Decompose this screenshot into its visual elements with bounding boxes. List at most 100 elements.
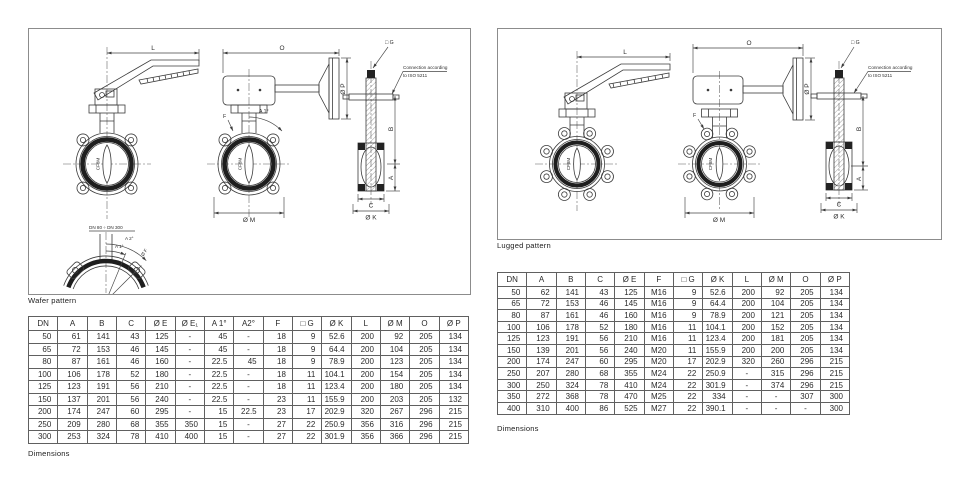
table-cell: 23 (262, 392, 293, 406)
table-cell: 22.5 (203, 392, 235, 406)
dim-C-label: C (369, 203, 374, 210)
column-header: Ø P (819, 272, 851, 287)
table-cell: 22 (672, 367, 704, 380)
table-cell: 56 (584, 332, 616, 345)
lugged-caption: Lugged pattern (497, 241, 551, 250)
table-cell: 215 (438, 430, 470, 444)
column-header: Ø E (145, 316, 176, 331)
table-cell: 202.9 (321, 405, 352, 419)
table-cell: 356 (350, 430, 381, 444)
table-cell: 215 (438, 417, 470, 431)
column-header: Ø K (321, 316, 352, 331)
iso-note-line1: Connection according (868, 65, 913, 70)
table-cell: 80 (27, 355, 59, 369)
table-cell: 43 (584, 286, 616, 299)
table-cell: 260 (760, 355, 792, 369)
table-cell: 178 (86, 367, 117, 381)
table-cell: 92 (760, 286, 792, 299)
table-cell: 253 (57, 430, 88, 444)
table-cell: - (233, 380, 264, 394)
table-cell: M20 (643, 343, 674, 357)
table-cell: 72 (57, 342, 88, 356)
table-cell: 200 (731, 297, 762, 311)
column-header: □ G (672, 272, 704, 287)
table-cell: 134 (819, 297, 851, 311)
dim-F-label: F (223, 114, 226, 120)
table-cell: 22.5 (203, 367, 235, 381)
dim-B-label: B (388, 127, 395, 131)
table-cell: 400 (555, 401, 586, 415)
table-cell: M16 (643, 286, 674, 299)
table-cell: 72 (526, 297, 557, 311)
dim-P-label: Ø P (804, 83, 811, 94)
table-cell: 134 (438, 367, 470, 381)
table-cell: 64.4 (321, 342, 352, 356)
dim-P-label: Ø P (340, 83, 347, 94)
table-cell: 52 (115, 367, 147, 381)
table-cell: 152 (760, 320, 792, 334)
table-cell: 350 (174, 417, 205, 431)
table-cell: 80 (496, 309, 528, 322)
table-cell: 355 (614, 367, 645, 380)
table-cell: 11 (672, 332, 704, 345)
table-cell: 27 (262, 430, 293, 444)
table-cell: 525 (614, 401, 645, 415)
table-cell: 205 (409, 355, 440, 369)
table-cell: 61 (57, 330, 88, 344)
table-cell: 210 (614, 332, 645, 345)
table-cell: 155.9 (321, 392, 352, 406)
table-cell: 160 (145, 355, 176, 369)
table-cell: 200 (731, 286, 762, 299)
table-cell: 45 (233, 355, 264, 369)
disc-material-text: CF8M (238, 158, 243, 171)
table-cell: 310 (526, 401, 557, 415)
dim-K-label: Ø K (365, 215, 377, 222)
table-cell: 78 (584, 378, 616, 392)
table-cell: 17 (672, 355, 704, 369)
dim-A1-label: A 1° (259, 109, 269, 115)
table-cell: 161 (86, 355, 117, 369)
table-cell: 17 (291, 405, 323, 419)
table-cell: 134 (819, 343, 851, 357)
table-cell: 205 (790, 332, 821, 345)
column-header: O (409, 316, 440, 331)
lugged-drawing: CF8M L (535, 40, 913, 224)
table-cell: 205 (790, 320, 821, 334)
table-cell: 11 (291, 392, 323, 406)
table-cell: 125 (496, 332, 528, 345)
table-cell: 56 (115, 380, 147, 394)
iso-note-line1: Connection according (403, 65, 448, 70)
table-cell: 210 (145, 380, 176, 394)
dim-L-label: L (151, 45, 155, 52)
table-cell: 200 (731, 343, 762, 357)
table-cell: 56 (115, 392, 147, 406)
table-cell: 52 (584, 320, 616, 334)
table-cell: 134 (438, 355, 470, 369)
table-cell: 15 (203, 405, 235, 419)
table-cell: - (174, 367, 205, 381)
table-cell: 296 (409, 417, 440, 431)
iso-note-line2: to ISO 5211 (403, 73, 428, 78)
wafer-lever-view: CF8M L (63, 45, 200, 219)
table-cell: M24 (643, 367, 674, 380)
table-cell: 154 (379, 367, 411, 381)
table-cell: 123 (526, 332, 557, 345)
table-cell: - (233, 367, 264, 381)
table-cell: 11 (291, 367, 323, 381)
table-cell: 46 (115, 355, 147, 369)
table-cell: 247 (555, 355, 586, 369)
dim-G-label: □ G (385, 40, 394, 46)
table-cell: 215 (819, 355, 851, 369)
table-cell: - (174, 392, 205, 406)
table-cell: - (233, 430, 264, 444)
table-cell: 155.9 (702, 343, 733, 357)
lugged-gear-view: CF8M O Ø P F (678, 40, 815, 224)
table-cell: - (731, 401, 762, 415)
dim-L-label: L (623, 49, 627, 56)
table-cell: 205 (790, 309, 821, 322)
